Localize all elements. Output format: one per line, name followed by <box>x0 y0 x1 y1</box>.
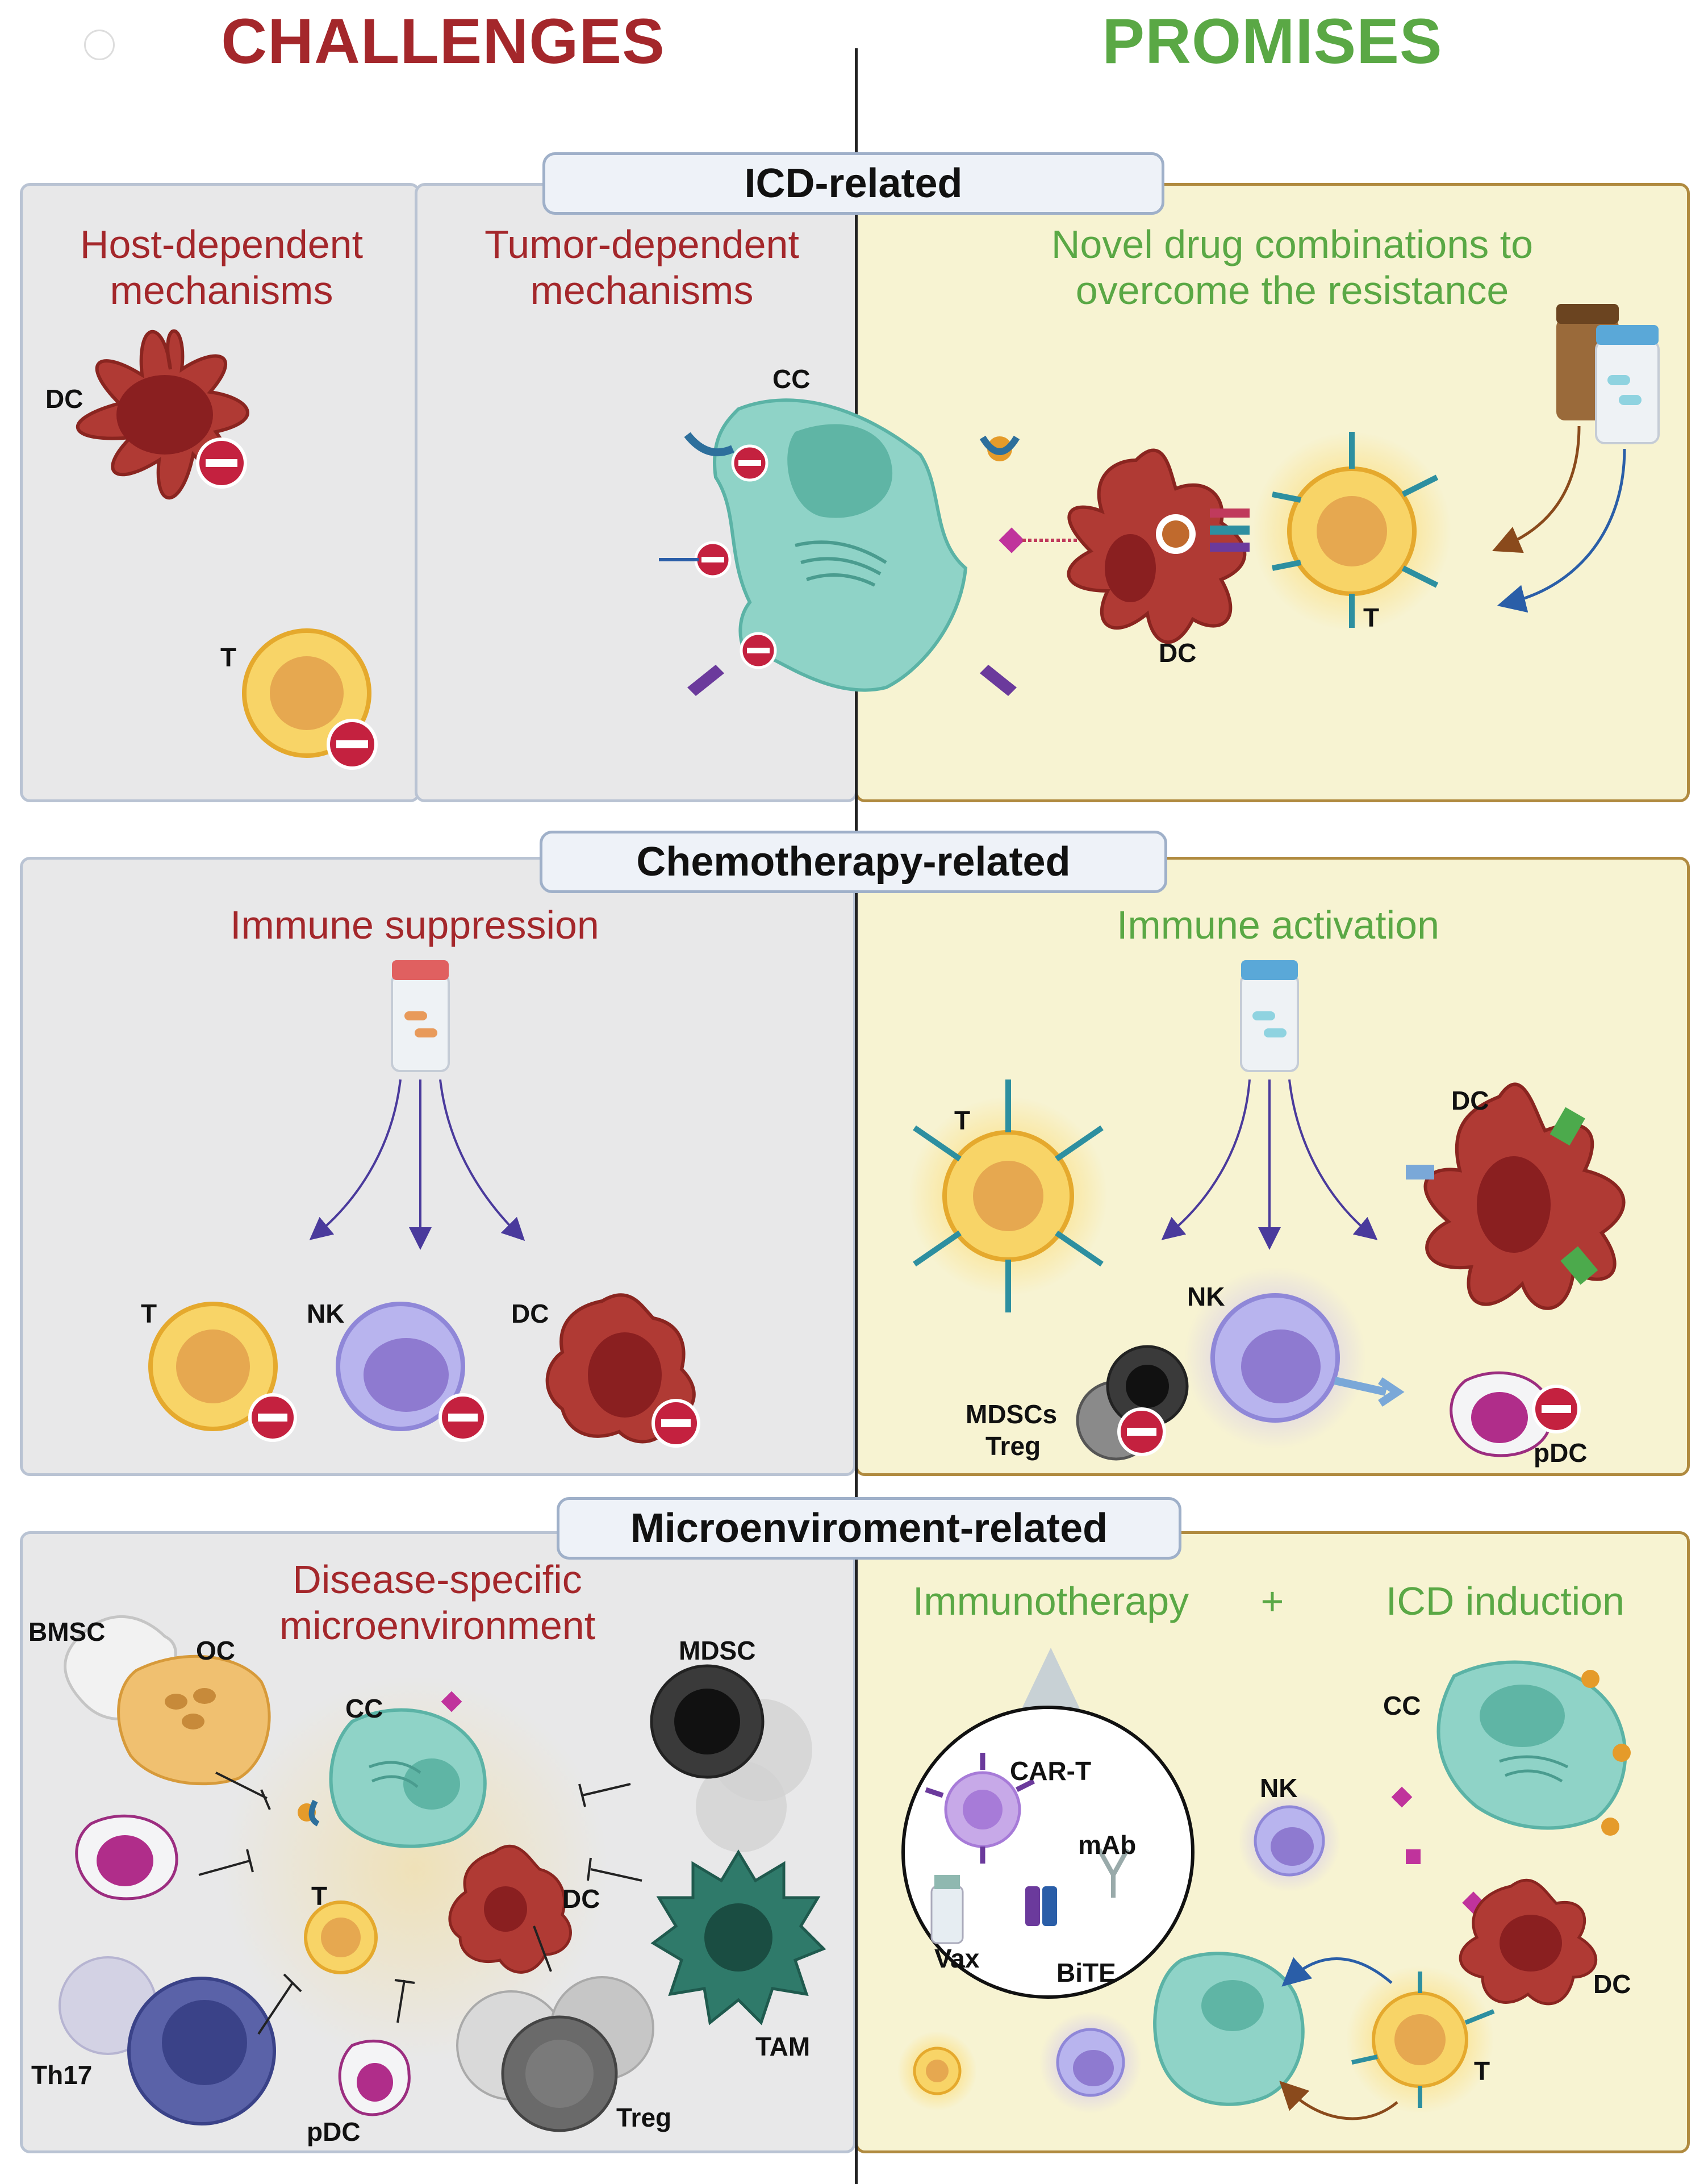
inhibition-lines <box>198 1772 642 2035</box>
tab-icd-related: ICD-related <box>542 152 1164 215</box>
dc-cell-promise <box>1067 448 1250 644</box>
label-pdc-micro: pDC <box>307 2117 361 2147</box>
treg-cell <box>456 1976 654 2132</box>
oc-cell <box>117 1654 271 1786</box>
label-oc: OC <box>196 1636 235 1665</box>
label-cc-micro-left: CC <box>345 1694 383 1723</box>
label-th17: Th17 <box>31 2060 93 2090</box>
cancer-cell-attacked <box>1153 1952 1305 2106</box>
promises-title: PROMISES <box>1102 6 1443 77</box>
column-divider <box>855 48 858 2184</box>
host-dependent-heading: Host-dependent mechanisms <box>80 222 364 312</box>
label-mdscs: MDSCs <box>966 1399 1058 1429</box>
label-mab: mAb <box>1078 1830 1137 1860</box>
label-nk-activated: NK <box>1187 1282 1225 1311</box>
cancer-cell-micro-right <box>1391 1660 1631 1914</box>
t-cell-micro-right <box>1346 1966 1495 2114</box>
label-treg-chemo: Treg <box>985 1431 1041 1461</box>
label-t-micro-left: T <box>311 1881 328 1911</box>
label-vax: Vax <box>934 1944 980 1973</box>
label-treg-micro: Treg <box>616 2103 672 2132</box>
label-dc-promise: DC <box>1159 638 1197 668</box>
label-bmsc: BMSC <box>28 1617 106 1647</box>
cancer-cell-tumor <box>659 398 1079 696</box>
label-dc-host: DC <box>45 384 83 414</box>
label-pdc-chemo: pDC <box>1534 1438 1588 1468</box>
pdc-cell-promise <box>1450 1371 1581 1457</box>
label-dc-micro-left: DC <box>562 1884 600 1914</box>
cancer-cell-micro-left <box>298 1691 487 1848</box>
t-cell-host <box>242 628 378 770</box>
label-t-host: T <box>220 643 237 672</box>
icd-induction-heading: ICD induction <box>1385 1579 1625 1623</box>
tab-microenvironment-related: Microenviroment-related <box>557 1497 1181 1560</box>
tab-chemotherapy-related: Chemotherapy-related <box>540 831 1167 893</box>
label-mdsc-micro: MDSC <box>679 1636 756 1665</box>
label-t-activated: T <box>954 1106 971 1135</box>
dc-cell-suppressed <box>545 1293 700 1448</box>
dc-cell-micro-right <box>1459 1878 1598 2006</box>
label-t-suppressed: T <box>141 1299 157 1328</box>
label-cart: CAR-T <box>1010 1756 1092 1786</box>
label-dc-micro-right: DC <box>1593 1969 1631 1999</box>
label-dc-activated: DC <box>1451 1086 1489 1115</box>
dc-cell-activated <box>1406 1082 1626 1310</box>
t-cell-micro-small <box>897 2031 977 2111</box>
label-bite: BiTE <box>1056 1958 1116 1987</box>
nk-cell-micro-right <box>1238 1790 1340 1892</box>
tumor-dependent-heading: Tumor-dependent mechanisms <box>485 222 799 312</box>
pdc-cell-left-bottom <box>338 2039 411 2116</box>
novel-drug-heading: Novel drug combinations to overcome the … <box>1051 222 1534 312</box>
t-cell-activated <box>909 1080 1108 1312</box>
chemo-drug-bottle-left <box>391 960 450 1072</box>
decorative-dot <box>84 30 115 60</box>
t-cell-suppressed <box>148 1302 297 1442</box>
mdsc-treg-cells <box>1076 1345 1189 1461</box>
immunotherapy-heading: Immunotherapy <box>912 1579 1189 1623</box>
dc-cell-host <box>76 329 249 500</box>
label-nk-suppressed: NK <box>307 1299 345 1328</box>
label-cc-micro-right: CC <box>1383 1691 1421 1720</box>
chemo-drug-bottle-right <box>1240 960 1299 1072</box>
immune-activation-heading: Immune activation <box>1116 903 1440 947</box>
drug-bottles-icon <box>1556 304 1660 444</box>
tam-cell <box>650 1849 826 2025</box>
disease-specific-heading: Disease-specific microenvironment <box>279 1557 596 1648</box>
label-cc-tumor: CC <box>772 364 811 394</box>
mdsc-cell <box>650 1664 812 1852</box>
label-nk-micro-right: NK <box>1260 1773 1298 1803</box>
label-t-micro-right: T <box>1474 2056 1490 2086</box>
nk-cell-suppressed <box>336 1302 487 1442</box>
immunotherapy-bubble <box>901 1648 1195 1999</box>
t-cell-activated-promise <box>1252 432 1451 631</box>
plus-sign: + <box>1260 1579 1284 1623</box>
nk-cell-activated <box>1184 1267 1405 1449</box>
nk-cell-micro-bottom <box>1039 2011 1142 2114</box>
t-cell-micro-left <box>304 1900 378 1974</box>
label-dc-suppressed: DC <box>511 1299 549 1328</box>
label-t-promise: T <box>1363 603 1380 632</box>
pdc-cell-left-top <box>75 1814 178 1900</box>
challenges-title: CHALLENGES <box>221 6 665 77</box>
label-tam: TAM <box>755 2032 811 2061</box>
immune-suppression-heading: Immune suppression <box>230 903 599 947</box>
th17-cell <box>59 1956 276 2125</box>
